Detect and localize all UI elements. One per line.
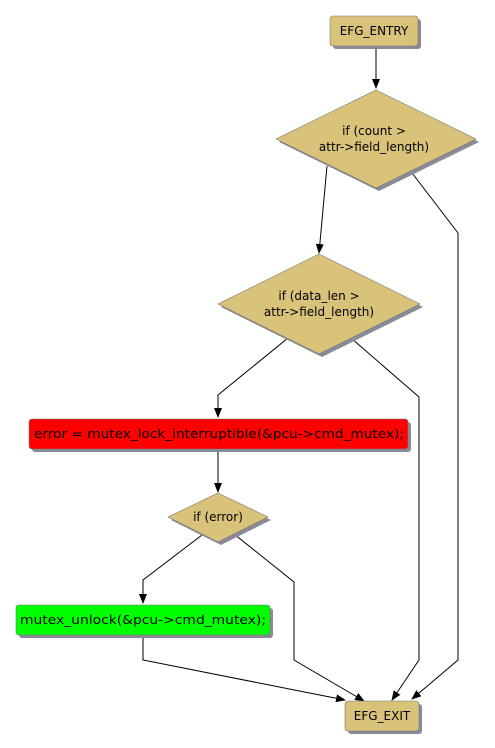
entry-node-label: EFG_ENTRY [340,24,409,38]
edge-unlock-to-exit [142,636,346,703]
exit-node-label: EFG_EXIT [354,709,411,723]
cond-error-node: if (error) [167,492,271,545]
entry-node-box [329,15,419,47]
edge-cond-error-to-unlock [139,534,203,604]
cond-count-line2: attr->field_length) [319,140,429,154]
unlock-box [15,604,271,636]
cond-data-len-line2: attr->field_length) [264,305,374,319]
cond-error-label: if (error) [193,510,243,524]
edge-cond-count-to-cond-data-len [315,165,328,254]
error-assign-box [28,418,409,450]
edge-cond-data-len-to-error-assign [214,337,289,418]
exit-node: EFG_EXIT [344,700,422,734]
edge-cond-data-len-to-exit [350,337,420,701]
cond-data-len-diamond [217,253,421,355]
error-assign-label: error = mutex_lock_interruptible(&pcu->c… [34,427,404,441]
cond-count-line1: if (count > [342,124,406,138]
edge-cond-error-to-exit [233,533,365,702]
unlock-node: mutex_unlock(&pcu->cmd_mutex); [15,604,273,638]
entry-node: EFG_ENTRY [329,15,421,49]
exit-node-box [344,700,420,732]
cond-data-len-line1: if (data_len > [278,289,359,303]
cond-count-diamond [275,89,477,189]
cond-count-node: if (count > attr->field_length) [275,89,479,191]
error-assign-node: error = mutex_lock_interruptible(&pcu->c… [28,418,411,452]
edges [139,46,459,703]
edge-cond-count-to-exit [408,168,459,700]
cond-error-diamond [167,492,269,543]
cond-data-len-node: if (data_len > attr->field_length) [217,253,423,357]
unlock-label: mutex_unlock(&pcu->cmd_mutex); [20,613,266,627]
